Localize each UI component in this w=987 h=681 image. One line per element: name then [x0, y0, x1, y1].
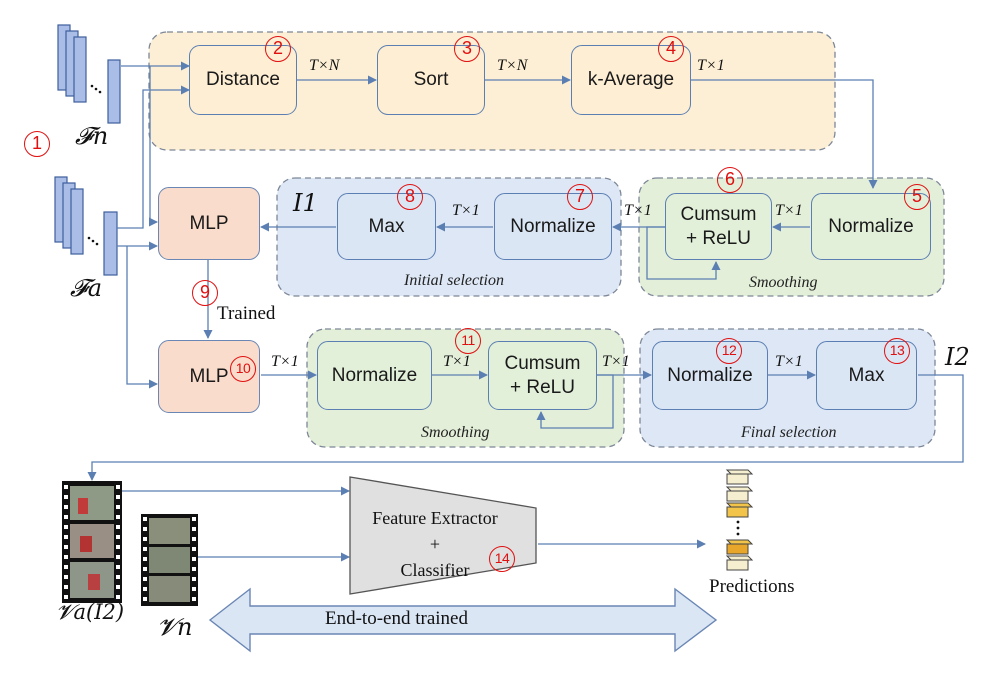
end-to-end-arrow [208, 587, 718, 653]
mlp-box: MLP [158, 187, 260, 260]
dim-label-normalize-max: T×1 [452, 202, 480, 219]
step-badge-8: 8 [397, 184, 423, 210]
video-normal-icon [141, 514, 198, 606]
trained-label: Trained [217, 303, 276, 324]
smoothing-caption-top: Smoothing [749, 274, 818, 291]
predictions-icon [725, 469, 754, 571]
dim-label-cumsum-normalize: T×1 [624, 202, 652, 219]
i2-label: I2 [945, 343, 970, 371]
end-to-end-label: End-to-end trained [325, 608, 468, 629]
cumsum-relu-bottom-box: Cumsum + ReLU [488, 341, 597, 410]
step-badge-13: 13 [884, 338, 910, 364]
step-badge-4: 4 [658, 36, 684, 62]
fa-to-distance-arrow [117, 85, 190, 229]
step-badge-2: 2 [265, 36, 291, 62]
step-badge-1: 1 [24, 131, 50, 157]
fn-label: 𝓕n [75, 122, 109, 150]
cumsum-relu-box: Cumsum + ReLU [665, 193, 772, 260]
normalize-initial-box: Normalize [494, 193, 612, 260]
initial-selection-caption: Initial selection [404, 272, 504, 289]
dim-label-sort-kaverage: T×N [497, 57, 528, 74]
step-badge-12: 12 [716, 338, 742, 364]
max-to-video-arrow [87, 374, 964, 481]
step-badge-9: 9 [192, 280, 218, 306]
step-badge-7: 7 [567, 184, 593, 210]
kaverage-to-normalize-arrow [691, 79, 878, 189]
dim-label-normalize-max-final: T×1 [775, 353, 803, 370]
predictions-label: Predictions [709, 576, 795, 597]
smoothing-caption-bottom: Smoothing [421, 424, 490, 441]
dim-label-kaverage-out: T×1 [697, 57, 725, 74]
fa-to-trained-mlp-arrow [126, 246, 158, 389]
feature-extractor-label: Feature Extractor + Classifier [372, 508, 498, 580]
step-badge-14: 14 [489, 546, 515, 572]
dim-label-normalize-cumsum-bottom: T×1 [443, 353, 471, 370]
step-badge-6: 6 [717, 167, 743, 193]
normalize-smoothing-bottom-box: Normalize [317, 341, 432, 410]
k-average-box: k-Average [571, 45, 691, 115]
dim-label-mlp-normalize: T×1 [271, 353, 299, 370]
max-initial-box: Max [337, 193, 436, 260]
dim-label-distance-sort: T×N [309, 57, 340, 74]
vn-label: 𝓥n [157, 613, 193, 641]
step-badge-3: 3 [454, 36, 480, 62]
feature-stack-normal-icon [57, 24, 121, 124]
dim-label-cumsum-normalize-final: T×1 [602, 353, 630, 370]
step-badge-10: 10 [230, 356, 256, 382]
i1-label: I1 [293, 189, 318, 217]
fa-label: 𝓕a [70, 274, 103, 302]
step-badge-11: 11 [455, 328, 481, 354]
dim-label-normalize-cumsum: T×1 [775, 202, 803, 219]
fn-to-mlp-arrow [149, 66, 158, 227]
feature-stack-abnormal-icon [54, 176, 118, 276]
step-badge-5: 5 [904, 184, 930, 210]
video-abnormal-icon [62, 481, 122, 603]
va-label: 𝓥a(I2) [56, 600, 125, 624]
final-selection-caption: Final selection [741, 424, 837, 441]
normalize-final-box: Normalize [652, 341, 768, 410]
